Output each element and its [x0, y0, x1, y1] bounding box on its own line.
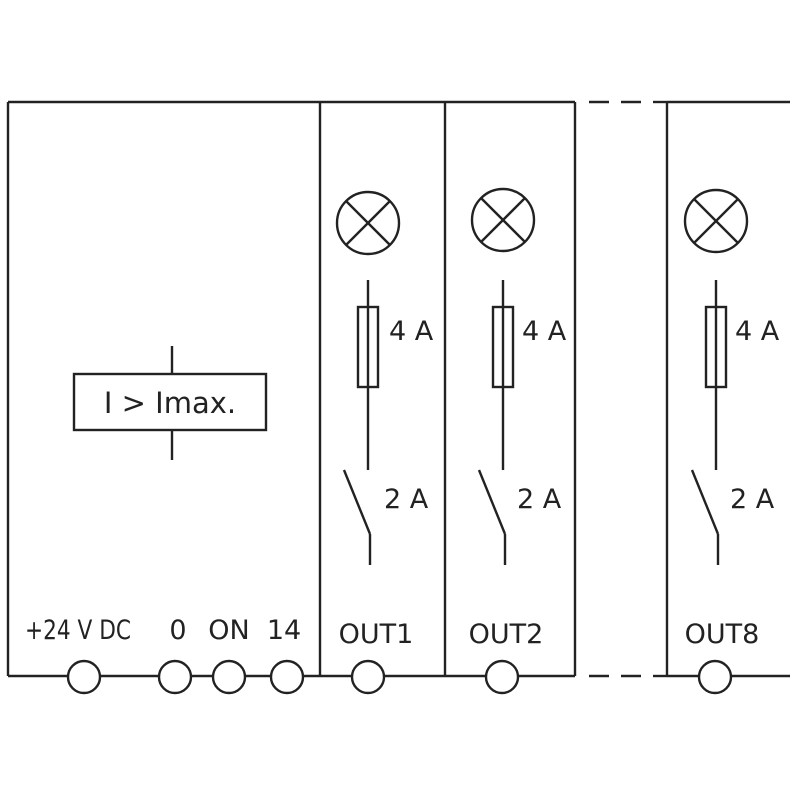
- channel-out1: 4 A 2 A OUT1: [335, 102, 447, 695]
- terminal-label-14: 14: [267, 615, 301, 646]
- switch-contact-icon: [477, 469, 507, 565]
- indicator-lamp-icon: [335, 190, 401, 256]
- output-label: OUT1: [339, 619, 414, 650]
- terminal-on: [211, 659, 247, 695]
- switch-rating-label: 2 A: [730, 484, 775, 515]
- fuse-icon: [704, 280, 728, 470]
- terminal-14: [269, 659, 305, 695]
- output-terminal: [484, 659, 520, 695]
- output-label: OUT2: [469, 619, 544, 650]
- terminal-supply: [66, 659, 102, 695]
- fuse-rating-label: 4 A: [735, 316, 780, 347]
- output-terminal: [350, 659, 386, 695]
- fuse-icon: [491, 280, 515, 470]
- switch-contact-icon: [342, 469, 372, 565]
- switch-rating-label: 2 A: [384, 484, 429, 515]
- terminal-label-supply: +24 V DC: [25, 615, 131, 646]
- output-label: OUT8: [685, 619, 760, 650]
- fuse-icon: [356, 280, 380, 470]
- overcurrent-label: I > Imax.: [104, 386, 236, 420]
- switch-rating-label: 2 A: [517, 484, 562, 515]
- supply-module: I > Imax. +24 V DC 0 ON 14: [25, 102, 322, 695]
- terminal-label-on: ON: [208, 615, 249, 646]
- output-terminal: [697, 659, 733, 695]
- fuse-rating-label: 4 A: [522, 316, 567, 347]
- terminal-label-0: 0: [169, 615, 186, 646]
- fuse-rating-label: 4 A: [389, 316, 434, 347]
- continuation-dashes: [589, 100, 667, 678]
- channel-out8: 4 A 2 A OUT8: [665, 102, 780, 695]
- indicator-lamp-icon: [683, 188, 749, 254]
- indicator-lamp-icon: [470, 187, 536, 253]
- switch-contact-icon: [690, 469, 720, 565]
- terminal-0: [157, 659, 193, 695]
- overcurrent-symbol: I > Imax.: [72, 346, 268, 460]
- channel-out2: 4 A 2 A OUT2: [469, 102, 577, 695]
